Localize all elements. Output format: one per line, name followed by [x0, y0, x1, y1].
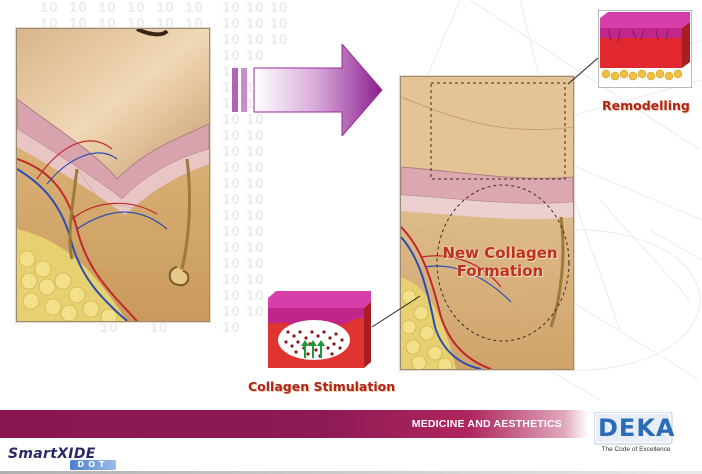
deka-logo: DEKA The Code of Excellence [593, 411, 676, 456]
background-pattern-low: 10 10 [100, 319, 169, 336]
background-pattern-mid: 10 10 10 10 10 10 10 10 10 10 10 10 10 1… [222, 0, 289, 336]
new-collagen-label: New Collagen Formation [420, 244, 580, 280]
footer-divider [0, 471, 702, 474]
remodelling-label: Remodelling [602, 98, 690, 113]
dot-text: DOT [77, 460, 109, 469]
footer-tagline: MEDICINE AND AESTHETICS [411, 418, 562, 430]
deka-slogan: The Code of Excellence [601, 446, 671, 453]
collagen-stimulation-inset [268, 290, 372, 372]
smartxide-text: SmartXIDE [8, 446, 96, 462]
background-pattern-left: 10 10 10 10 10 10 10 10 10 10 10 10 [40, 0, 204, 32]
right-arrow-icon [232, 44, 383, 136]
callout-connectors [371, 57, 599, 328]
new-collagen-line-2: Formation [456, 262, 544, 280]
collagen-stimulation-label: Collagen Stimulation [248, 379, 396, 394]
remodelling-inset [597, 9, 693, 89]
skin-after-image [400, 76, 574, 370]
deka-logo-text: DEKA [598, 414, 676, 442]
footer-band [0, 410, 588, 438]
skin-before-image [16, 28, 210, 322]
smartxide-dot-logo: SmartXIDE DOT [8, 446, 128, 472]
new-collagen-line-1: New Collagen [442, 244, 558, 262]
dot-badge: DOT [70, 460, 116, 470]
